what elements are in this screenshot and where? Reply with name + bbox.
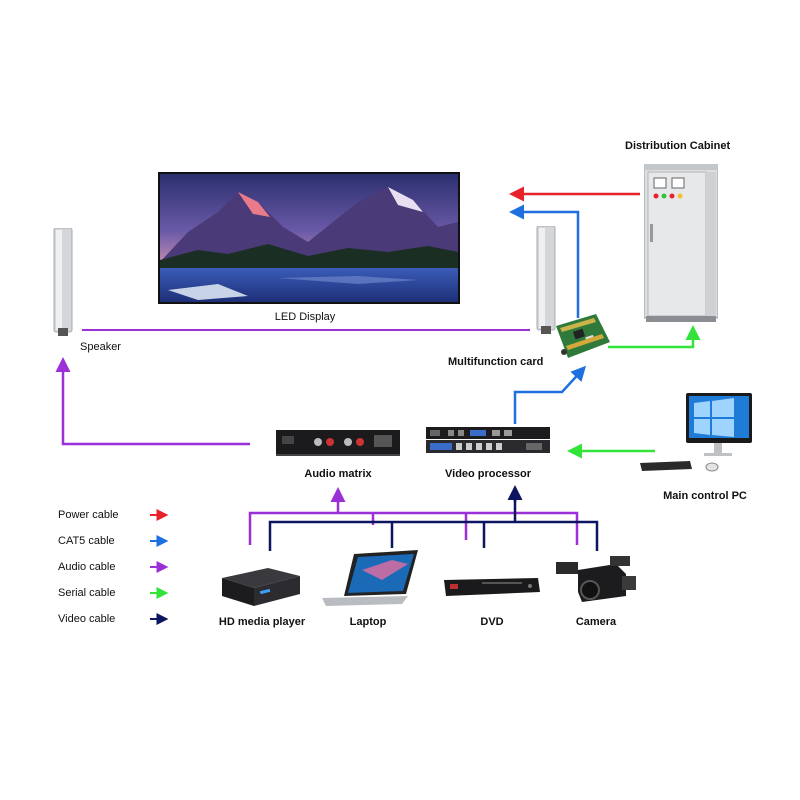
dvd-player xyxy=(442,574,542,598)
legend-audio: Audio cable xyxy=(58,561,116,573)
main-control-pc xyxy=(638,393,756,477)
legend-video: Video cable xyxy=(58,613,115,625)
multifunction-card xyxy=(550,312,612,360)
column-speaker-icon xyxy=(53,227,73,336)
camera-label: Camera xyxy=(575,616,617,628)
control-board-icon xyxy=(556,314,610,358)
distribution-cabinet-label: Distribution Cabinet xyxy=(625,140,731,152)
legend-serial: Serial cable xyxy=(58,587,115,599)
legend-serial-label: Serial cable xyxy=(58,587,116,599)
audio-bus xyxy=(248,492,579,545)
left-speaker xyxy=(52,227,74,336)
audio-matrix xyxy=(276,430,400,456)
right-speaker xyxy=(535,225,557,334)
legend-video-label: Video cable xyxy=(58,613,116,625)
rack-device-icon xyxy=(276,430,400,456)
distribution-cabinet-icon xyxy=(643,163,719,322)
camera xyxy=(556,556,640,606)
speaker-label: Speaker xyxy=(80,341,121,353)
serial-wire-cabinet xyxy=(608,325,701,349)
monitor-icon xyxy=(640,393,752,472)
legend-audio-label: Audio cable xyxy=(58,561,116,573)
hd-media-player-label: HD media player xyxy=(218,616,306,628)
laptop-icon xyxy=(322,550,418,606)
multifunction-card-label: Multifunction card xyxy=(448,356,544,368)
legend-arrows xyxy=(150,509,169,625)
dvd-label: DVD xyxy=(480,616,504,628)
legend-power: Power cable xyxy=(58,509,119,521)
audio-matrix-label: Audio matrix xyxy=(304,468,372,480)
media-box-icon xyxy=(222,568,300,606)
video-bus xyxy=(268,495,599,551)
audio-wire-matrix xyxy=(55,357,250,446)
cat5-wire-top xyxy=(509,204,580,318)
distribution-cabinet xyxy=(643,163,719,322)
led-display-label: LED Display xyxy=(274,311,336,323)
video-processor xyxy=(426,427,550,455)
mouse-icon xyxy=(705,462,719,472)
led-display xyxy=(158,172,460,304)
main-control-pc-label: Main control PC xyxy=(663,490,747,502)
hd-media-player xyxy=(218,562,304,608)
legend-cat5: CAT5 cable xyxy=(58,535,115,547)
laptop-label: Laptop xyxy=(349,616,387,628)
rack-device-icon xyxy=(426,427,550,453)
dvd-player-icon xyxy=(444,578,540,596)
legend-power-label: Power cable xyxy=(58,509,119,521)
laptop xyxy=(322,550,422,610)
keyboard-icon xyxy=(640,461,692,471)
led-screen-icon xyxy=(158,172,460,304)
legend-cat5-label: CAT5 cable xyxy=(58,535,115,547)
column-speaker-icon xyxy=(536,225,556,334)
video-processor-label: Video processor xyxy=(445,468,531,480)
cat5-wire-bottom xyxy=(513,365,587,424)
video-camera-icon xyxy=(556,556,636,602)
